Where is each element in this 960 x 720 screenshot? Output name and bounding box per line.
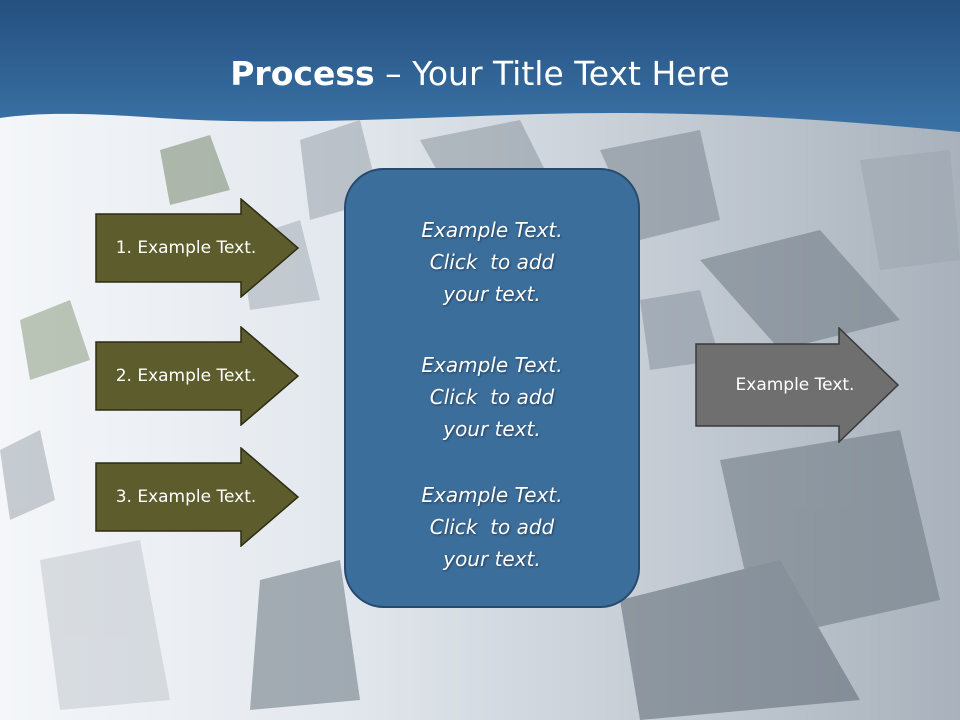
input-label-2: 2. Example Text.: [115, 366, 257, 386]
block-3-line-2: Click to add: [429, 515, 555, 539]
block-2-line-1: Example Text.: [421, 353, 563, 377]
block-3-line-3: your text.: [443, 547, 541, 571]
arrow-right-icon: [695, 327, 900, 443]
arrow-right-icon: [95, 198, 300, 298]
title-bold: Process: [230, 54, 375, 93]
page-title: Process – Your Title Text Here: [0, 52, 960, 96]
header-band: [0, 0, 960, 132]
process-box[interactable]: Example Text. Click to add your text. Ex…: [344, 168, 640, 608]
input-arrow-2[interactable]: 2. Example Text.: [95, 326, 300, 426]
output-label: Example Text.: [735, 375, 855, 395]
input-arrow-3[interactable]: 3. Example Text.: [95, 447, 300, 547]
block-1-line-1: Example Text.: [421, 218, 563, 242]
input-arrow-1[interactable]: 1. Example Text.: [95, 198, 300, 298]
block-3-line-1: Example Text.: [421, 483, 563, 507]
arrow-right-icon: [95, 447, 300, 547]
title-rest: – Your Title Text Here: [374, 54, 730, 93]
input-label-1: 1. Example Text.: [115, 238, 257, 258]
process-text-block-1[interactable]: Example Text. Click to add your text.: [346, 214, 638, 310]
block-2-line-2: Click to add: [429, 385, 555, 409]
process-text-block-2[interactable]: Example Text. Click to add your text.: [346, 349, 638, 445]
block-1-line-3: your text.: [443, 282, 541, 306]
block-2-line-3: your text.: [443, 417, 541, 441]
process-text-block-3[interactable]: Example Text. Click to add your text.: [346, 479, 638, 575]
block-1-line-2: Click to add: [429, 250, 555, 274]
arrow-right-icon: [95, 326, 300, 426]
input-label-3: 3. Example Text.: [115, 487, 257, 507]
output-arrow[interactable]: Example Text.: [695, 327, 900, 443]
